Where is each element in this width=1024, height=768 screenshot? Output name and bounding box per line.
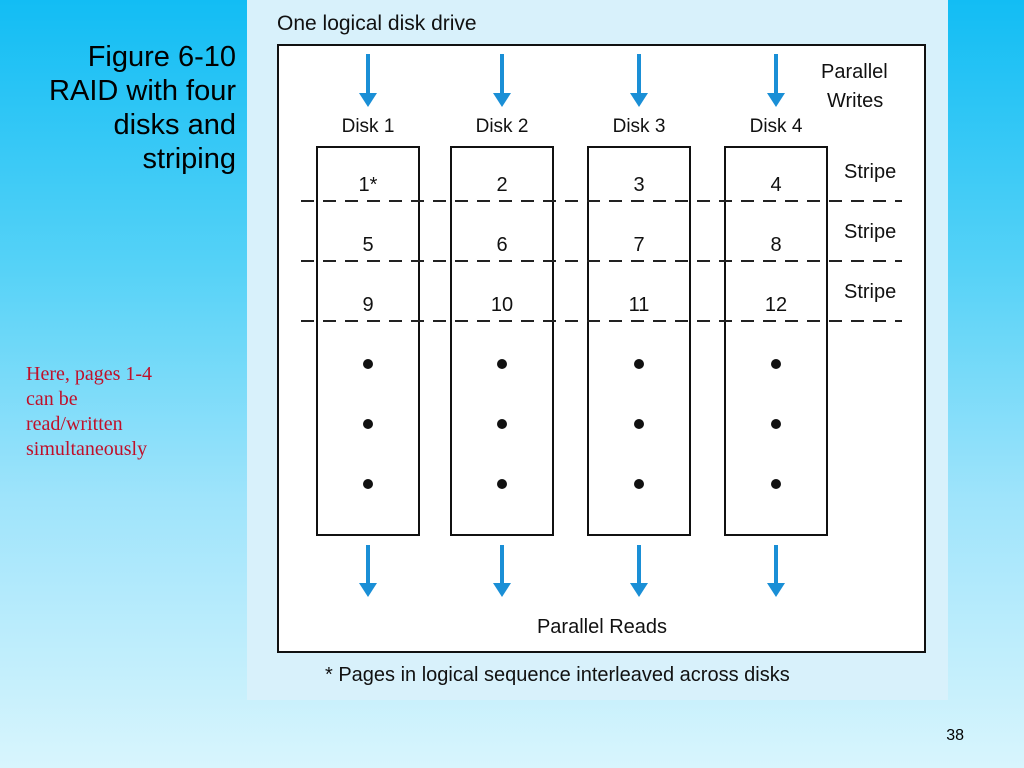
read-arrow-icon [359, 545, 377, 597]
raid-diagram: One logical disk drive * Pages in logica… [277, 12, 926, 686]
page-number-cell: 5 [362, 234, 373, 256]
page-number-cell: 11 [629, 294, 650, 316]
continuation-dot [497, 419, 507, 429]
page-number-cell: 2 [496, 174, 507, 196]
slide-note-line: simultaneously [26, 438, 148, 460]
page-number: 38 [946, 727, 964, 744]
parallel-writes-label: Parallel [821, 61, 888, 83]
parallel-reads-label: Parallel Reads [537, 616, 667, 638]
footnote: * Pages in logical sequence interleaved … [325, 664, 790, 686]
page-number-cell: 3 [633, 174, 644, 196]
slide-title-line: RAID with four [49, 75, 236, 107]
page-number-cell: 10 [491, 294, 513, 316]
disk-column [587, 146, 691, 536]
slide-title: Figure 6-10 RAID with four disks and str… [0, 40, 236, 176]
page-number-cell: 9 [362, 294, 373, 316]
slide-note-line: read/written [26, 413, 123, 435]
disk-label: Disk 2 [476, 116, 529, 137]
disk-label: Disk 3 [613, 116, 666, 137]
disk-column [724, 146, 828, 536]
diagram-elements: Disk 1 Disk 2 Disk 3 Disk 4 1* 2 3 4 5 6 7 8 9 10 11 12… [301, 54, 902, 638]
stripe-label: Stripe [844, 221, 896, 243]
continuation-dot [363, 359, 373, 369]
slide-note: Here, pages 1-4 can be read/written simu… [26, 362, 226, 462]
continuation-dot [771, 479, 781, 489]
continuation-dot [634, 419, 644, 429]
disk-column [316, 146, 420, 536]
read-arrow-icon [630, 545, 648, 597]
continuation-dot [771, 359, 781, 369]
disk-label: Disk 1 [342, 116, 395, 137]
stripe-label: Stripe [844, 161, 896, 183]
page-number-cell: 6 [496, 234, 507, 256]
read-arrow-icon [493, 545, 511, 597]
page-number-cell: 12 [765, 294, 787, 316]
page-number-cell: 4 [770, 174, 781, 196]
write-arrow-icon [493, 54, 511, 107]
page-number-cell: 1* [359, 174, 378, 196]
slide-title-line: striping [142, 143, 237, 175]
continuation-dot [363, 419, 373, 429]
parallel-writes-label: Writes [827, 90, 883, 112]
disk-label: Disk 4 [750, 116, 803, 137]
slide-title-line: disks and [113, 109, 236, 141]
stripe-label: Stripe [844, 281, 896, 303]
raid-figure-panel: One logical disk drive * Pages in logica… [247, 0, 948, 700]
figure-title: One logical disk drive [277, 12, 477, 35]
write-arrow-icon [630, 54, 648, 107]
page-number-cell: 7 [633, 234, 644, 256]
continuation-dot [497, 479, 507, 489]
continuation-dot [497, 359, 507, 369]
continuation-dot [634, 479, 644, 489]
write-arrow-icon [359, 54, 377, 107]
read-arrow-icon [767, 545, 785, 597]
continuation-dot [634, 359, 644, 369]
continuation-dot [363, 479, 373, 489]
write-arrow-icon [767, 54, 785, 107]
slide-note-line: Here, pages 1-4 [26, 363, 153, 385]
continuation-dot [771, 419, 781, 429]
page-number-cell: 8 [770, 234, 781, 256]
disk-column [450, 146, 554, 536]
slide-title-line: Figure 6-10 [87, 41, 236, 73]
slide-note-line: can be [26, 388, 78, 410]
